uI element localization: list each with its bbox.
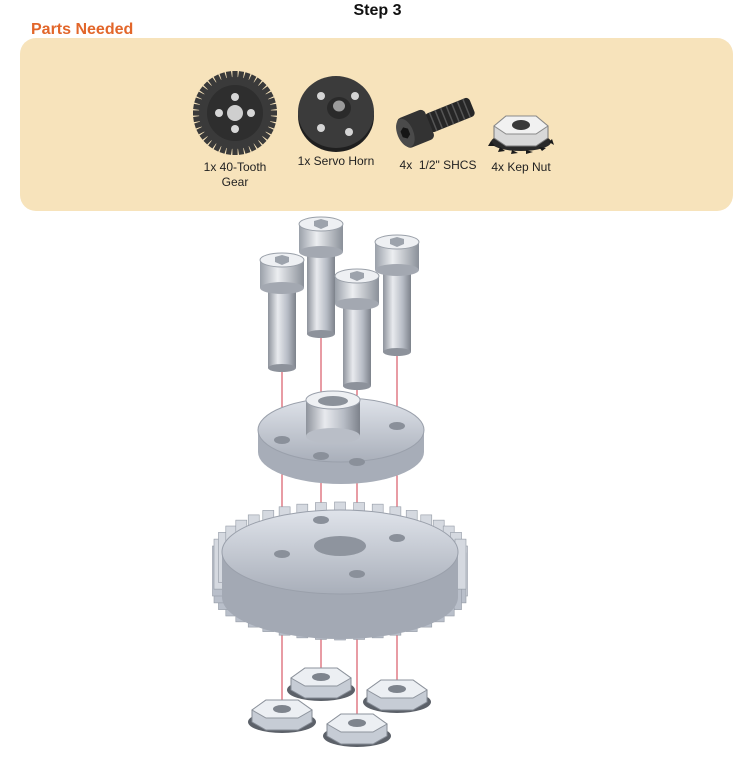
part-gear-label-line2: Gear <box>221 175 249 189</box>
kep-nut-4 <box>323 713 391 747</box>
part-shcs-label: 4x 1/2" SHCS <box>399 158 477 172</box>
screw-1 <box>259 252 305 372</box>
assembly-diagram <box>212 216 468 747</box>
kep-nut-2 <box>363 679 431 713</box>
gear-tooth <box>232 145 238 155</box>
parts-needed-heading: Parts Needed <box>31 21 134 38</box>
part-kep-nut-label: 4x Kep Nut <box>491 160 551 174</box>
gear-icon <box>193 71 277 155</box>
step-title: Step 3 <box>353 2 402 19</box>
shcs-screw-icon <box>396 97 475 148</box>
screw-3 <box>334 268 380 390</box>
part-shcs: 4x 1/2" SHCS <box>392 92 484 173</box>
parts-panel: 1x 40-Tooth Gear 1x Servo Horn <box>20 38 733 211</box>
kep-nut-3 <box>248 699 316 733</box>
screw-2 <box>298 216 344 338</box>
part-gear: 1x 40-Tooth Gear <box>192 70 278 190</box>
part-gear-label-line1: 1x 40-Tooth <box>203 160 267 174</box>
servo-horn-icon <box>298 76 374 152</box>
part-servo-horn: 1x Servo Horn <box>288 68 384 169</box>
kep-nut-icon <box>488 115 554 154</box>
gear-tooth <box>232 71 238 81</box>
gear-part <box>212 501 468 641</box>
part-kep-nut: 4x Kep Nut <box>483 108 559 175</box>
part-gear-label: 1x 40-Tooth Gear <box>192 160 278 190</box>
servo-horn-part <box>257 390 425 484</box>
screw-4 <box>374 234 420 356</box>
part-servo-horn-label: 1x Servo Horn <box>297 154 375 168</box>
kep-nut-1 <box>287 667 355 701</box>
